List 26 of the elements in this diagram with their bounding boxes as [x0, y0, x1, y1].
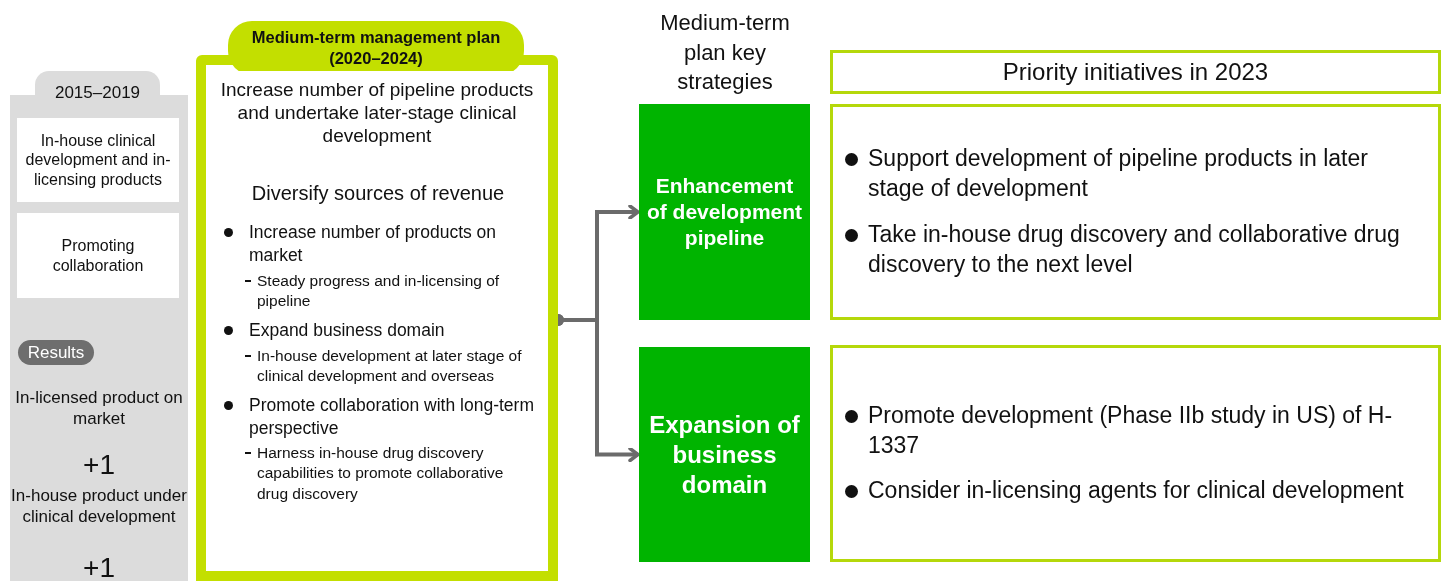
result-text: In-house product under clinical development — [10, 485, 188, 528]
strategy-text: Enhancement of development pipeline — [645, 172, 804, 252]
heading-box: Priority initiatives in 2023 — [830, 50, 1441, 94]
initiatives-box — [830, 104, 1441, 320]
initiatives-box — [830, 345, 1441, 562]
bullet-item: Consider in-licensing agents for clinical development — [868, 476, 1405, 506]
text-box: Promoting collaboration — [17, 213, 179, 298]
result-value: +1 — [82, 551, 116, 581]
result-text: In-licensed product on market — [14, 387, 184, 430]
strategy-text: Expansion of business domain — [648, 409, 801, 500]
bullet-item: Increase number of products on market — [249, 221, 498, 267]
strategy-box — [639, 347, 810, 562]
sub-item: Harness in-house drug discovery capabilities to promote collaborative drug discovery — [257, 443, 505, 504]
bullet-item: Take in-house drug discovery and collaborative drug discovery to the next level — [868, 220, 1401, 279]
column-heading: Medium-term plan key strategies — [659, 9, 791, 97]
bullet-item: Support development of pipeline products in later stage of development — [868, 144, 1369, 204]
result-value: +1 — [82, 448, 116, 482]
strategy-box — [639, 104, 810, 320]
bullet-item: Promote collaboration with long-term perspective — [249, 393, 535, 440]
sub-item: Steady progress and in-licensing of pipeline — [257, 270, 501, 311]
results-badge: Results — [18, 340, 94, 365]
text-box: In-house clinical development and in-licensing products — [17, 118, 179, 202]
sub-item: In-house development at later stage of clinical development and overseas — [257, 345, 523, 386]
bullet-item: Promote development (Phase IIb study in US) of H-1337 — [868, 400, 1394, 460]
list-heading: Diversify sources of revenue — [250, 182, 506, 205]
bullet-item: Expand business domain — [249, 318, 446, 342]
